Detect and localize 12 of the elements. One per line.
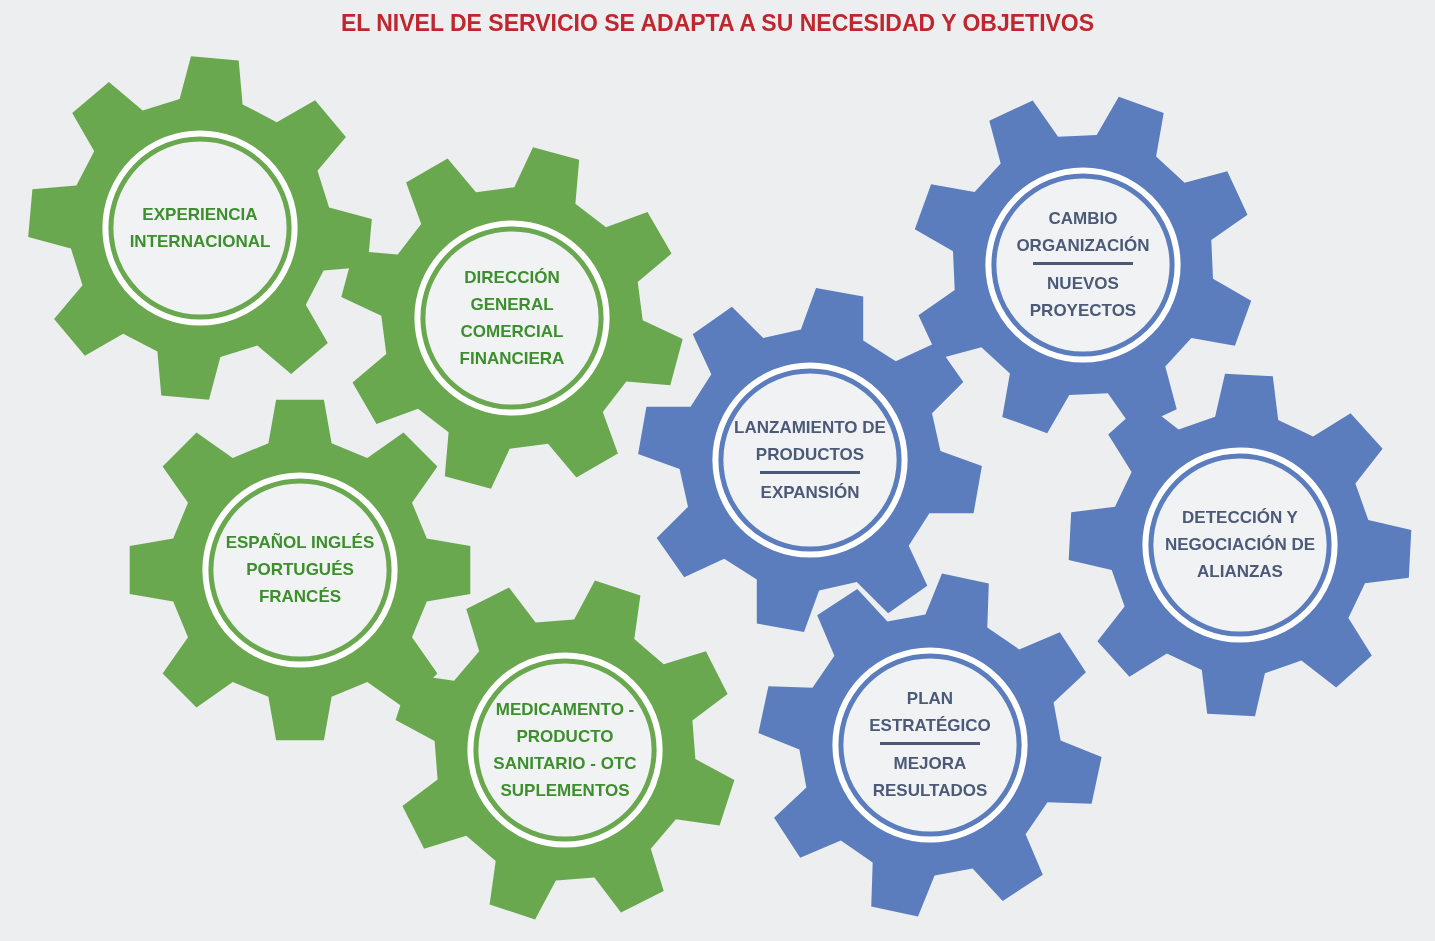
gear-label: ESPAÑOL INGLÉS PORTUGUÉS FRANCÉS bbox=[224, 532, 376, 609]
gear-label: NUEVOS PROYECTOS bbox=[1028, 273, 1138, 323]
gear-label: PLAN ESTRATÉGICO bbox=[868, 688, 992, 738]
gear-label: EXPANSIÓN bbox=[760, 482, 860, 504]
gear-label: MEDICAMENTO - PRODUCTO SANITARIO - OTC SUPLEMENTOS bbox=[492, 699, 638, 802]
gear-label: DIRECCIÓN GENERAL COMERCIAL FINANCIERA bbox=[458, 267, 566, 370]
gear-label: DETECCIÓN Y NEGOCIACIÓN DE ALIANZAS bbox=[1163, 507, 1317, 584]
gear-label: MEJORA RESULTADOS bbox=[871, 753, 989, 803]
title: EL NIVEL DE SERVICIO SE ADAPTA A SU NECESIDAD Y OBJETIVOS bbox=[340, 10, 1095, 36]
gear-label: EXPERIENCIA INTERNACIONAL bbox=[128, 204, 272, 253]
gear-label: LANZAMIENTO DE PRODUCTOS bbox=[733, 417, 887, 466]
gear-label: CAMBIO ORGANIZACIÓN bbox=[1015, 208, 1151, 258]
